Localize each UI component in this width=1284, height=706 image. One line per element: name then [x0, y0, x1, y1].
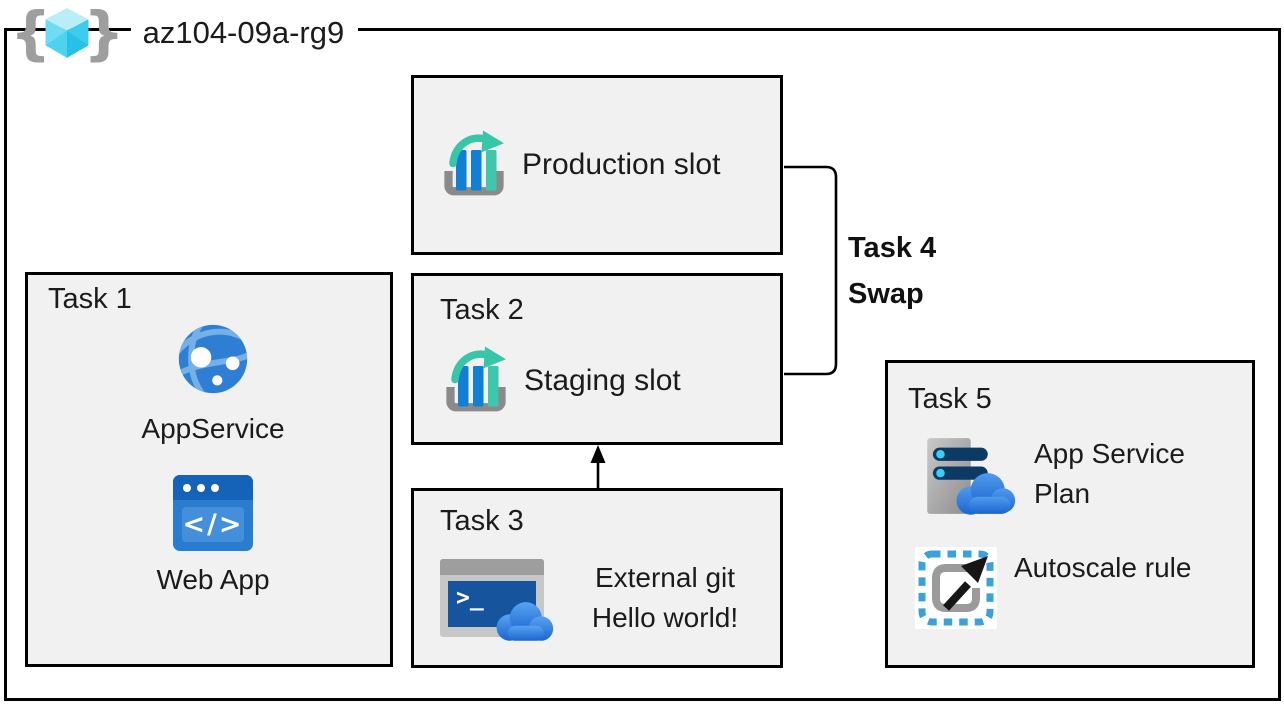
task2-title: Task 2	[440, 294, 524, 326]
task1-box: Task 1 AppService </>	[25, 272, 393, 667]
cloud-icon	[496, 602, 554, 641]
app-service-plan-icon	[927, 438, 1016, 515]
task5-box: Task 5	[885, 360, 1255, 668]
app-service-plan-label: App Service Plan	[1034, 438, 1185, 509]
task1-title: Task 1	[48, 283, 132, 315]
app-service-label: AppService	[141, 413, 285, 444]
production-slot-box: Production slot	[411, 75, 783, 255]
task3-box: Task 3 >_	[411, 488, 783, 668]
web-app-icon: </>	[173, 475, 253, 551]
task3-line1: External git	[594, 562, 736, 593]
cube-icon	[45, 8, 89, 58]
cloud-shell-icon: >_	[440, 559, 554, 641]
resource-group-header: { } az104-09a-rg9	[10, 2, 359, 64]
brace-right-glyph: }	[83, 0, 125, 67]
task4-label: Task 4 Swap	[848, 225, 936, 317]
shell-prompt-glyph: >_	[456, 585, 484, 611]
task5-title: Task 5	[908, 383, 992, 415]
task4-action: Swap	[848, 278, 924, 310]
resource-group-boundary	[4, 28, 1281, 701]
production-slot-label: Production slot	[522, 148, 721, 181]
task3-line2: Hello world!	[591, 602, 739, 633]
brace-left-glyph: {	[10, 0, 52, 67]
task3-title: Task 3	[440, 505, 524, 537]
resource-group-icon: { }	[10, 2, 125, 64]
web-app-label: Web App	[156, 564, 270, 595]
deployment-slots-icon	[446, 346, 506, 412]
app-service-icon	[178, 324, 248, 394]
staging-slot-label: Staging slot	[524, 364, 681, 397]
autoscale-icon	[915, 547, 997, 629]
deployment-slots-icon	[444, 130, 504, 196]
task2-box: Task 2 Staging slot	[411, 273, 783, 445]
resource-group-name: az104-09a-rg9	[130, 2, 359, 64]
task3-text: External git Hello world!	[550, 558, 780, 638]
code-glyph: </>	[182, 509, 244, 540]
autoscale-rule-label: Autoscale rule	[1014, 552, 1192, 583]
task4-title: Task 4	[848, 232, 937, 264]
